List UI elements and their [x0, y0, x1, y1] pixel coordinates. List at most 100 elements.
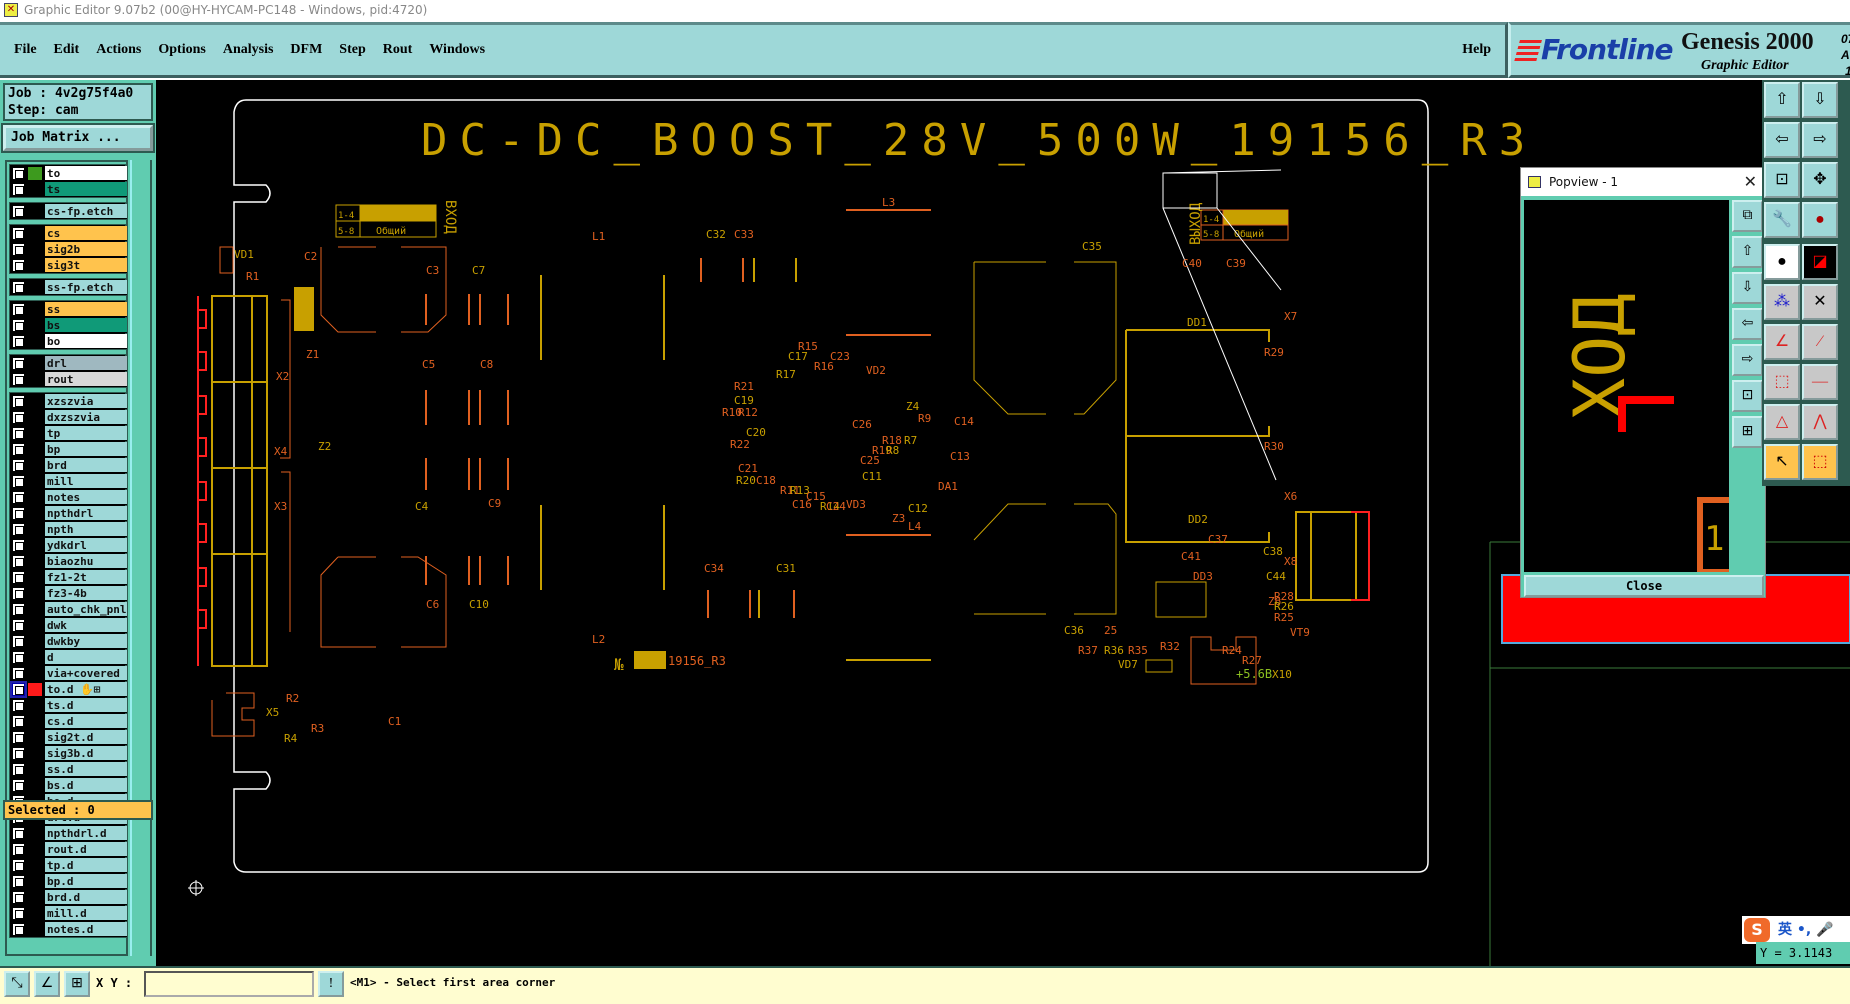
layer-name[interactable]: ts [45, 182, 127, 197]
layer-name[interactable]: mill [45, 474, 127, 489]
menu-help[interactable]: Help [1462, 42, 1491, 57]
layer-name[interactable]: sig2t.d [45, 730, 127, 745]
layer-color-swatch[interactable] [28, 843, 42, 856]
layer-checkbox[interactable] [12, 731, 25, 744]
zoom-center-icon[interactable]: ✥ [1802, 162, 1838, 198]
layer-row[interactable]: tp.d [10, 858, 127, 873]
layer-color-swatch[interactable] [28, 779, 42, 792]
layer-color-swatch[interactable] [28, 259, 42, 272]
layer-color-swatch[interactable] [28, 731, 42, 744]
layer-checkbox[interactable] [12, 411, 25, 424]
layer-row[interactable]: d [10, 650, 127, 665]
layer-row[interactable]: ss-fp.etch [10, 280, 127, 295]
layer-row[interactable]: sig2b [10, 242, 127, 257]
measure-icon[interactable]: ⤡ [4, 971, 30, 997]
layer-name[interactable]: cs-fp.etch [45, 204, 127, 219]
layer-row[interactable]: via+covered [10, 666, 127, 681]
layer-row[interactable]: ts [10, 182, 127, 197]
layer-color-swatch[interactable] [28, 715, 42, 728]
layer-row[interactable]: rout [10, 372, 127, 387]
layer-row[interactable]: cs [10, 226, 127, 241]
menu-analysis[interactable]: Analysis [222, 42, 274, 57]
layer-color-swatch[interactable] [28, 475, 42, 488]
layer-checkbox[interactable] [12, 523, 25, 536]
layer-color-swatch[interactable] [28, 619, 42, 632]
layer-list-scrollbar[interactable] [130, 160, 152, 956]
layer-color-swatch[interactable] [28, 507, 42, 520]
layer-color-swatch[interactable] [28, 303, 42, 316]
layer-name[interactable]: ydkdrl [45, 538, 127, 553]
layer-row[interactable]: npthdrl.d [10, 826, 127, 841]
layer-checkbox[interactable] [12, 619, 25, 632]
layer-checkbox[interactable] [12, 747, 25, 760]
layer-row[interactable]: dwkby [10, 634, 127, 649]
layer-color-swatch[interactable] [28, 683, 42, 696]
layer-color-swatch[interactable] [28, 243, 42, 256]
layer-checkbox[interactable] [12, 907, 25, 920]
layer-name[interactable]: ss.d [45, 762, 127, 777]
layer-color-swatch[interactable] [28, 891, 42, 904]
layer-color-swatch[interactable] [28, 319, 42, 332]
pan-down-icon[interactable]: ⇩ [1802, 82, 1838, 118]
layer-checkbox[interactable] [12, 205, 25, 218]
layer-name[interactable]: xzszvia [45, 394, 127, 409]
layer-row[interactable]: npth [10, 522, 127, 537]
pcb-drawing[interactable]: DC-DC_BOOST_28V_500W_19156_R3 1-4 5-8 Об… [156, 80, 1850, 966]
layer-name[interactable]: notes.d [45, 922, 127, 937]
layer-name[interactable]: via+covered [45, 666, 127, 681]
layer-checkbox[interactable] [12, 923, 25, 936]
menu-windows[interactable]: Windows [429, 42, 486, 57]
layer-checkbox[interactable] [12, 699, 25, 712]
layer-row[interactable]: cs.d [10, 714, 127, 729]
layer-name[interactable]: ss-fp.etch [45, 280, 127, 295]
layer-color-swatch[interactable] [28, 183, 42, 196]
layer-color-swatch[interactable] [28, 635, 42, 648]
layer-row[interactable]: sig3b.d [10, 746, 127, 761]
layer-color-swatch[interactable] [28, 459, 42, 472]
layer-row[interactable]: brd.d [10, 890, 127, 905]
layer-color-swatch[interactable] [28, 699, 42, 712]
layer-row[interactable]: to [10, 166, 127, 181]
layer-name[interactable]: tp [45, 426, 127, 441]
layer-row[interactable]: bp.d [10, 874, 127, 889]
menu-edit[interactable]: Edit [53, 42, 80, 57]
layer-color-swatch[interactable] [28, 523, 42, 536]
grid-icon[interactable]: ⊞ [64, 971, 90, 997]
pan-left-icon[interactable]: ⇦ [1764, 122, 1800, 158]
layer-row[interactable]: biaozhu [10, 554, 127, 569]
layer-checkbox[interactable] [12, 475, 25, 488]
layer-name[interactable]: bs [45, 318, 127, 333]
layer-color-swatch[interactable] [28, 491, 42, 504]
popview-pan-up-button[interactable]: ⇧ [1732, 236, 1763, 268]
popview-pan-right-button[interactable]: ⇨ [1732, 344, 1763, 376]
layer-checkbox[interactable] [12, 427, 25, 440]
layer-row[interactable]: ss [10, 302, 127, 317]
layer-name[interactable]: d [45, 650, 127, 665]
layer-color-swatch[interactable] [28, 763, 42, 776]
layer-checkbox[interactable] [12, 395, 25, 408]
add-pad-icon[interactable]: ● [1764, 244, 1800, 280]
layer-checkbox[interactable] [12, 459, 25, 472]
pan-up-icon[interactable]: ⇧ [1764, 82, 1800, 118]
layer-checkbox[interactable] [12, 603, 25, 616]
layer-name[interactable]: rout.d [45, 842, 127, 857]
zoom-fit-icon[interactable]: ⊡ [1764, 162, 1800, 198]
layer-checkbox[interactable] [12, 859, 25, 872]
popview-close-button[interactable]: Close [1524, 575, 1764, 597]
layer-checkbox[interactable] [12, 373, 25, 386]
layer-row[interactable]: ts.d [10, 698, 127, 713]
layer-name[interactable]: bs.d [45, 778, 127, 793]
layer-row[interactable]: cs-fp.etch [10, 204, 127, 219]
layer-color-swatch[interactable] [28, 411, 42, 424]
net-connect-icon[interactable]: ⁂ [1764, 284, 1800, 320]
area-select-icon[interactable]: ⬚ [1802, 444, 1838, 480]
delete-node-icon[interactable]: ✕ [1802, 284, 1838, 320]
layer-name[interactable]: npthdrl [45, 506, 127, 521]
layer-row[interactable]: bp [10, 442, 127, 457]
snap-grid-icon[interactable]: ● [1802, 202, 1838, 238]
layer-color-swatch[interactable] [28, 555, 42, 568]
layer-name[interactable]: dwkby [45, 634, 127, 649]
layer-name[interactable]: to [45, 166, 127, 181]
layer-color-swatch[interactable] [28, 907, 42, 920]
